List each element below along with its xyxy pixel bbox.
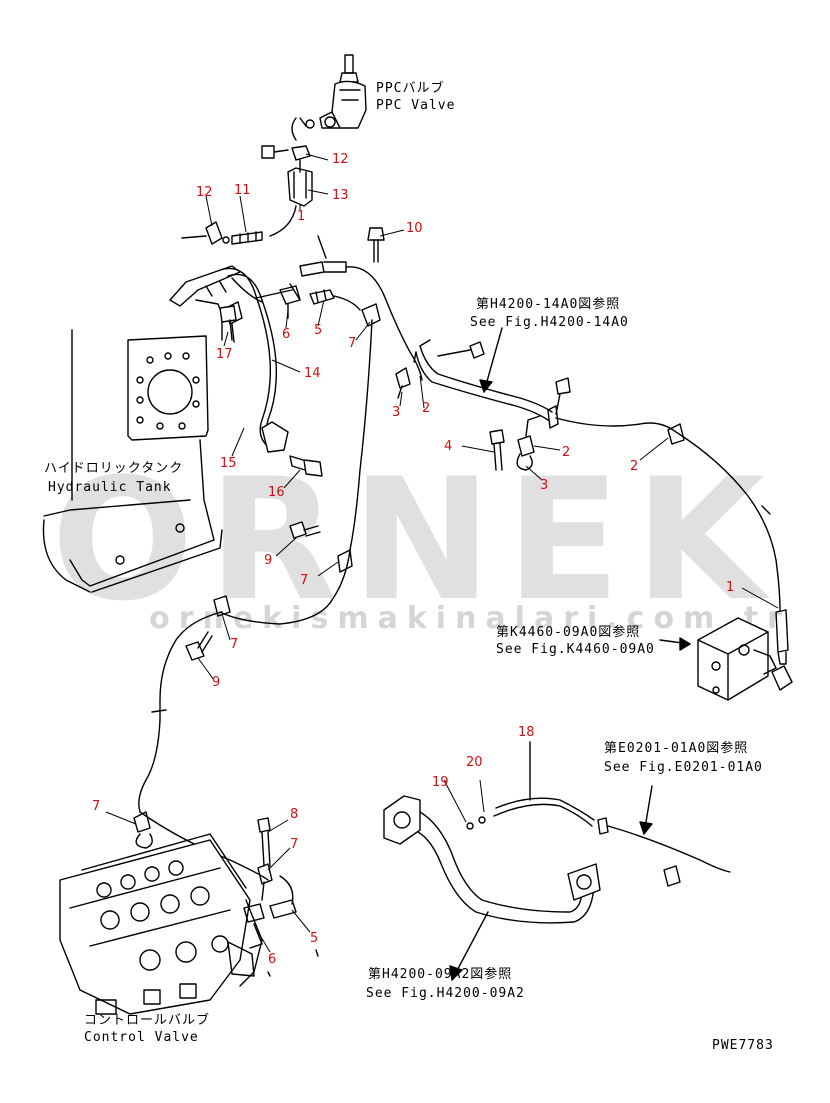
control-valve-label-en: Control Valve (84, 1030, 199, 1045)
part-number: 7 (300, 573, 308, 588)
ref-h4200-14a0-jp: 第H4200-14A0図参照 (476, 296, 620, 312)
bolt-4-clamps (489, 415, 541, 471)
part-number: 1 (726, 580, 734, 595)
hose-1-upper (299, 235, 423, 381)
hose-5-upper (279, 285, 381, 327)
part-number: 11 (234, 183, 251, 198)
part-number: 12 (332, 152, 349, 167)
part-number: 2 (422, 401, 430, 416)
part-number: 14 (304, 366, 321, 381)
part-number: 8 (290, 807, 298, 822)
part-number: 5 (314, 323, 322, 338)
line-art (42, 54, 793, 1015)
part-number: 3 (540, 478, 548, 493)
drawing-code: PWE7783 (712, 1038, 774, 1053)
ref-k4460-09a0-jp: 第K4460-09A0図参照 (496, 624, 640, 640)
tube-h4200-14a0 (413, 327, 559, 429)
part-number: 3 (392, 405, 400, 420)
control-valve-fittings (133, 811, 319, 977)
ref-h4200-14a0-en: See Fig.H4200-14A0 (470, 315, 629, 330)
part-number: 2 (630, 459, 638, 474)
ref-e0201-01a0-en: See Fig.E0201-01A0 (604, 760, 763, 775)
ppc-valve-label-en: PPC Valve (376, 98, 455, 113)
ppc-valve-drawing (261, 54, 367, 159)
part-number: 18 (518, 725, 535, 740)
control-valve-drawing (59, 833, 263, 1015)
bolt-10 (367, 227, 385, 263)
bolt-17 (219, 305, 237, 341)
ref-k4460-09a0-en: See Fig.K4460-09A0 (496, 642, 655, 657)
part-number: 17 (216, 347, 233, 362)
part-number: 15 (220, 456, 237, 471)
part-number: 9 (212, 675, 220, 690)
ppc-valve-label-jp: PPCバルブ (376, 80, 444, 96)
control-valve-label-jp: コントロールバルブ (84, 1012, 210, 1028)
watermark-url: ornekismakinalari.com.tr (149, 601, 791, 636)
part-number: 6 (268, 952, 276, 967)
ref-e0201-01a0-jp: 第E0201-01A0図参照 (604, 740, 748, 756)
part-number: 13 (332, 188, 349, 203)
part-number: 2 (562, 445, 570, 460)
part-number: 10 (406, 221, 423, 236)
part-number: 5 (310, 931, 318, 946)
bolt-16 (289, 455, 323, 477)
part-number: 12 (196, 185, 213, 200)
part-number: 7 (348, 336, 356, 351)
part-number: 6 (282, 327, 290, 342)
part-number: 19 (432, 775, 449, 790)
callout-texts: PPCバルブ PPC Valve ハイドロリックタンク Hydraulic Ta… (44, 80, 774, 1053)
hose-right (555, 417, 789, 665)
ref-h4200-09a2-en: See Fig.H4200-09A2 (366, 986, 525, 1001)
part-number: 4 (444, 439, 452, 454)
ref-h4200-09a2-jp: 第H4200-09A2図参照 (368, 966, 512, 982)
clamp-7-mid (213, 549, 353, 617)
hose-11-region (181, 221, 263, 245)
bolt-9-upper (289, 521, 321, 539)
hydraulic-tank-label-jp: ハイドロリックタンク (44, 461, 183, 476)
hose-18 (466, 741, 731, 887)
ppc-fittings (269, 145, 313, 237)
part-number: 7 (290, 837, 298, 852)
hydraulic-tank-label-en: Hydraulic Tank (48, 480, 172, 495)
part-number: 1 (297, 209, 305, 224)
hydraulic-tank-drawing (42, 329, 223, 593)
tube-h4200-09a2 (383, 795, 601, 981)
part-number: 16 (268, 485, 285, 500)
part-number-callouts: 12 13 1 12 11 10 14 5 6 7 17 2 3 2 4 3 1… (92, 152, 779, 967)
part-number: 20 (466, 755, 483, 770)
part-number: 9 (264, 553, 272, 568)
valve-block-k4460 (659, 617, 793, 701)
tube-fittings (437, 341, 571, 415)
bolt-9-lower (185, 631, 213, 661)
part-number: 7 (230, 637, 238, 652)
watermark: ORNEK ornekismakinalari.com.tr (51, 442, 791, 638)
watermark-brand: ORNEK (51, 442, 779, 638)
clamp-3-upper (395, 367, 411, 399)
part-number: 7 (92, 799, 100, 814)
